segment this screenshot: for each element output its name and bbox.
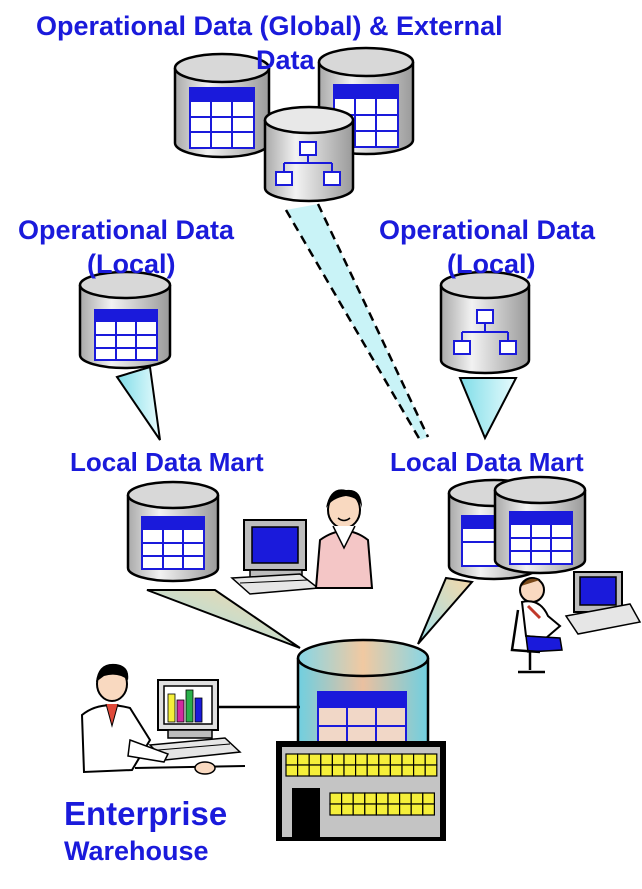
building-window bbox=[355, 764, 368, 777]
database-hierarchy-icon bbox=[263, 105, 355, 203]
building-window bbox=[413, 753, 426, 766]
building-window bbox=[401, 764, 415, 777]
building-window bbox=[352, 792, 366, 805]
building-window bbox=[343, 764, 357, 777]
global-data-label-line1: Operational Data (Global) & External bbox=[36, 11, 503, 41]
beam-left-local-to-mart bbox=[115, 365, 161, 441]
building-window bbox=[424, 764, 438, 777]
building-window bbox=[297, 753, 310, 766]
building-window bbox=[343, 753, 357, 766]
building-window bbox=[387, 803, 401, 816]
building-windows bbox=[329, 792, 435, 816]
global-data-label-line2: Data bbox=[256, 45, 315, 75]
building-window bbox=[389, 753, 403, 766]
building-window bbox=[352, 803, 366, 816]
building-window bbox=[308, 753, 322, 766]
local-data-left-label-line2: (Local) bbox=[87, 249, 176, 279]
building-window bbox=[399, 803, 412, 816]
building-windows bbox=[285, 753, 438, 777]
building-window bbox=[285, 764, 299, 777]
building-window bbox=[424, 753, 438, 766]
building-window bbox=[320, 764, 333, 777]
database-table-icon bbox=[78, 270, 172, 370]
building-window bbox=[331, 764, 345, 777]
building-window bbox=[308, 764, 322, 777]
building-window bbox=[375, 792, 389, 805]
building-window bbox=[422, 792, 435, 805]
building-window bbox=[364, 792, 377, 805]
building-window bbox=[410, 792, 424, 805]
building-window bbox=[341, 792, 354, 805]
warehouse-label: Warehouse bbox=[64, 836, 209, 866]
building-window bbox=[399, 792, 412, 805]
building-window bbox=[331, 753, 345, 766]
local-data-right-label-line2: (Local) bbox=[447, 249, 536, 279]
beam-left-mart-to-warehouse bbox=[146, 589, 301, 649]
person-at-computer-icon bbox=[230, 489, 374, 595]
building-window bbox=[364, 803, 377, 816]
building-window bbox=[341, 803, 354, 816]
building-window bbox=[355, 753, 368, 766]
database-table-icon bbox=[493, 475, 587, 575]
database-table-icon bbox=[173, 52, 271, 159]
building-window bbox=[401, 753, 415, 766]
building-window bbox=[378, 753, 391, 766]
building-window bbox=[366, 753, 380, 766]
building-window bbox=[387, 792, 401, 805]
local-data-mart-left-label: Local Data Mart bbox=[70, 447, 264, 477]
dashed-beam-connector bbox=[284, 203, 430, 441]
person-at-computer-icon bbox=[80, 663, 246, 775]
local-data-left-label-line1: Operational Data bbox=[18, 215, 235, 245]
building-window bbox=[422, 803, 435, 816]
local-data-right-label-line1: Operational Data bbox=[379, 215, 596, 245]
beam-right-mart-to-warehouse bbox=[417, 576, 474, 645]
building-window bbox=[366, 764, 380, 777]
database-table-icon bbox=[126, 480, 220, 583]
database-hierarchy-icon bbox=[439, 270, 531, 375]
building-window bbox=[297, 764, 310, 777]
building-window bbox=[375, 803, 389, 816]
enterprise-label: Enterprise bbox=[64, 795, 228, 832]
building-window bbox=[413, 764, 426, 777]
building-window bbox=[389, 764, 403, 777]
building-window bbox=[378, 764, 391, 777]
building-window bbox=[329, 803, 343, 816]
person-at-computer-icon bbox=[510, 571, 642, 674]
building-window bbox=[320, 753, 333, 766]
local-data-mart-right-label: Local Data Mart bbox=[390, 447, 584, 477]
building-window bbox=[329, 792, 343, 805]
building-window bbox=[285, 753, 299, 766]
beam-right-local-to-mart bbox=[458, 377, 518, 441]
building-window bbox=[410, 803, 424, 816]
